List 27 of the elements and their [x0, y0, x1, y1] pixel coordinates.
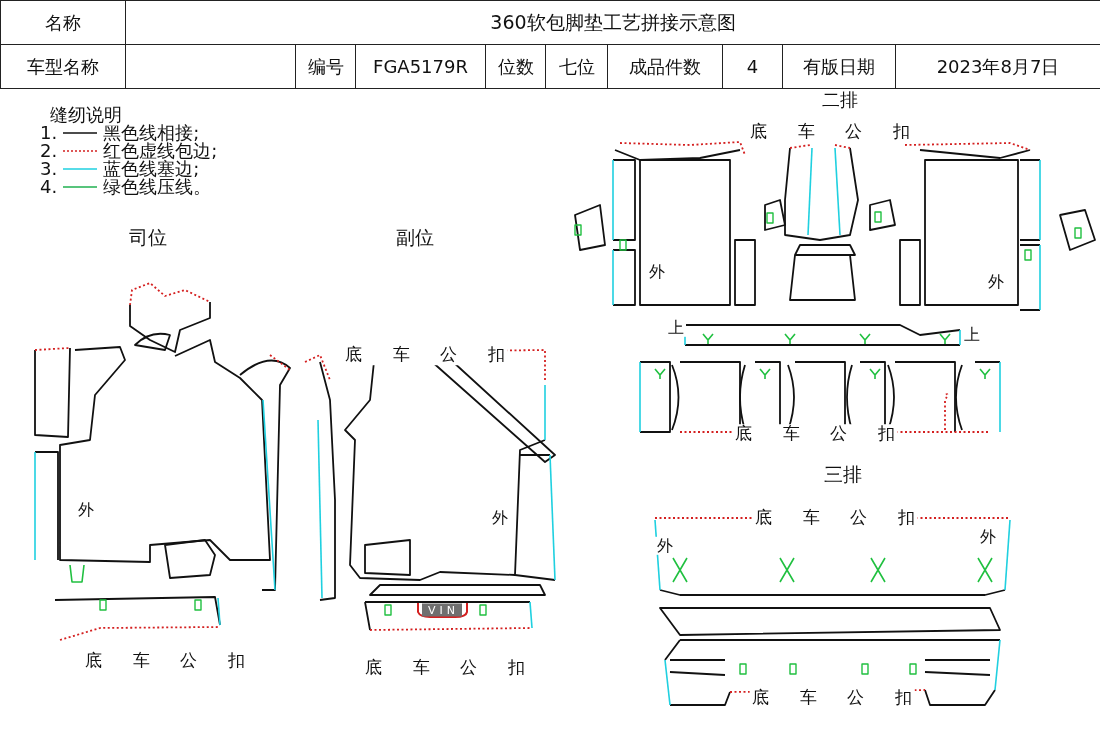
legend-text: 绿色线压线。 — [103, 178, 212, 196]
legend-text: 红色虚线包边; — [103, 142, 218, 160]
part-label: 外 — [986, 272, 1006, 292]
header-cell: 名称 — [0, 0, 126, 45]
part-label: 底 车 公 扣 — [752, 508, 918, 528]
legend-text: 黑色线相接; — [103, 124, 200, 142]
part-label: 外 — [978, 527, 998, 547]
part-label: 上 — [666, 318, 686, 338]
part-label: 外 — [655, 536, 675, 556]
part-label: 副位 — [394, 227, 436, 249]
legend-title: 缝纫说明 — [48, 104, 124, 126]
part-label: 二排 — [820, 89, 860, 111]
header-cell: 车型名称 — [0, 44, 126, 89]
part-label: 外 — [490, 508, 510, 528]
part-label: 外 — [647, 262, 667, 282]
legend-number: 4. — [40, 178, 58, 196]
legend-number: 1. — [40, 124, 58, 142]
legend-number: 2. — [40, 142, 58, 160]
legend-text: 蓝色线塞边; — [103, 160, 200, 178]
vin-label: VIN — [422, 603, 462, 617]
part-label: 外 — [76, 500, 96, 520]
part-label: 底 车 公 扣 — [342, 345, 508, 365]
part-label: 底 车 公 扣 — [749, 688, 915, 708]
part-label: 底 车 公 扣 — [732, 424, 898, 444]
part-label: 三排 — [822, 464, 864, 486]
legend-number: 3. — [40, 160, 58, 178]
part-label: 司位 — [127, 227, 169, 249]
